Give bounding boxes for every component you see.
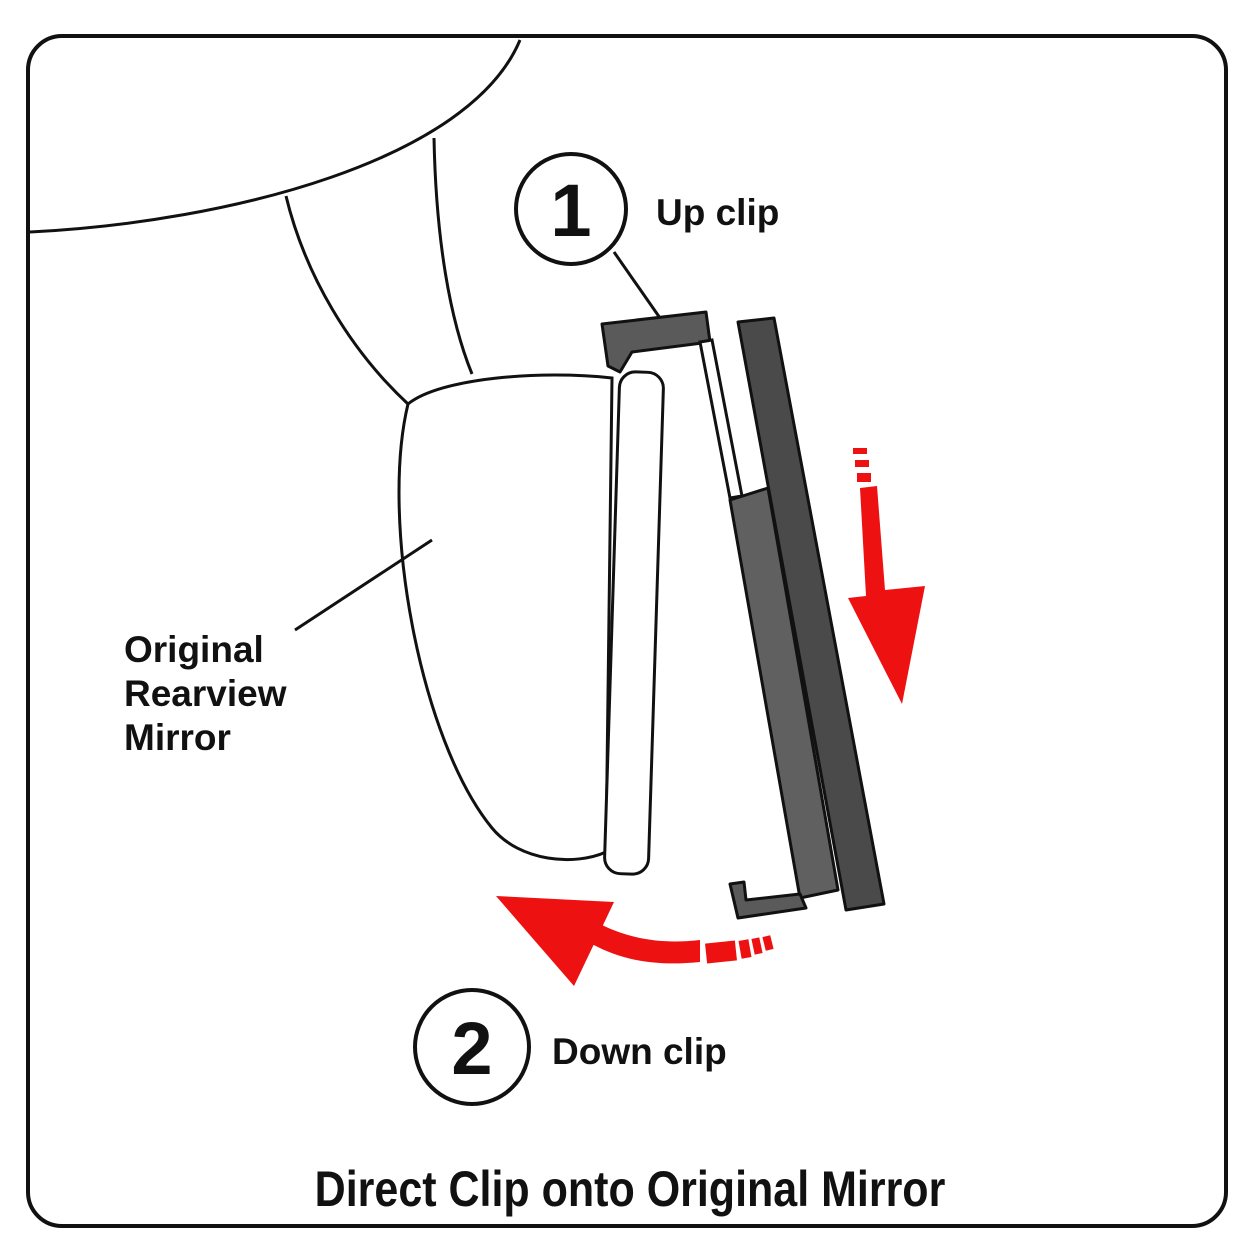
mirror-mount-arm-left [284,195,410,406]
original-mirror-glass [603,370,665,876]
new-mirror-plate [736,316,886,912]
clip-body [728,486,840,900]
mirror-label-line-1: Original [124,629,264,670]
original-mirror-body [397,373,614,862]
step-2-number: 2 [451,1007,492,1090]
mirror-label-line-3: Mirror [124,717,231,758]
diagram-caption: Direct Clip onto Original Mirror [315,1161,946,1217]
step-1-number: 1 [550,169,591,252]
mirror-label-line-2: Rearview [124,673,287,714]
rotate-clip-arrow-icon [496,896,774,986]
step-2-label: Down clip [552,1031,727,1072]
step-1-label: Up clip [656,192,779,233]
mirror-mount-arm-right [432,137,474,375]
up-clip-leader [612,251,662,319]
mirror-label-leader [294,538,433,632]
down-clip-hook [728,880,808,920]
step-1-badge: 1 [514,152,628,266]
windshield-roof-line [29,39,522,234]
up-clip-hook [600,310,712,374]
slide-down-arrow-icon [848,448,925,704]
step-2-badge: 2 [413,988,531,1106]
